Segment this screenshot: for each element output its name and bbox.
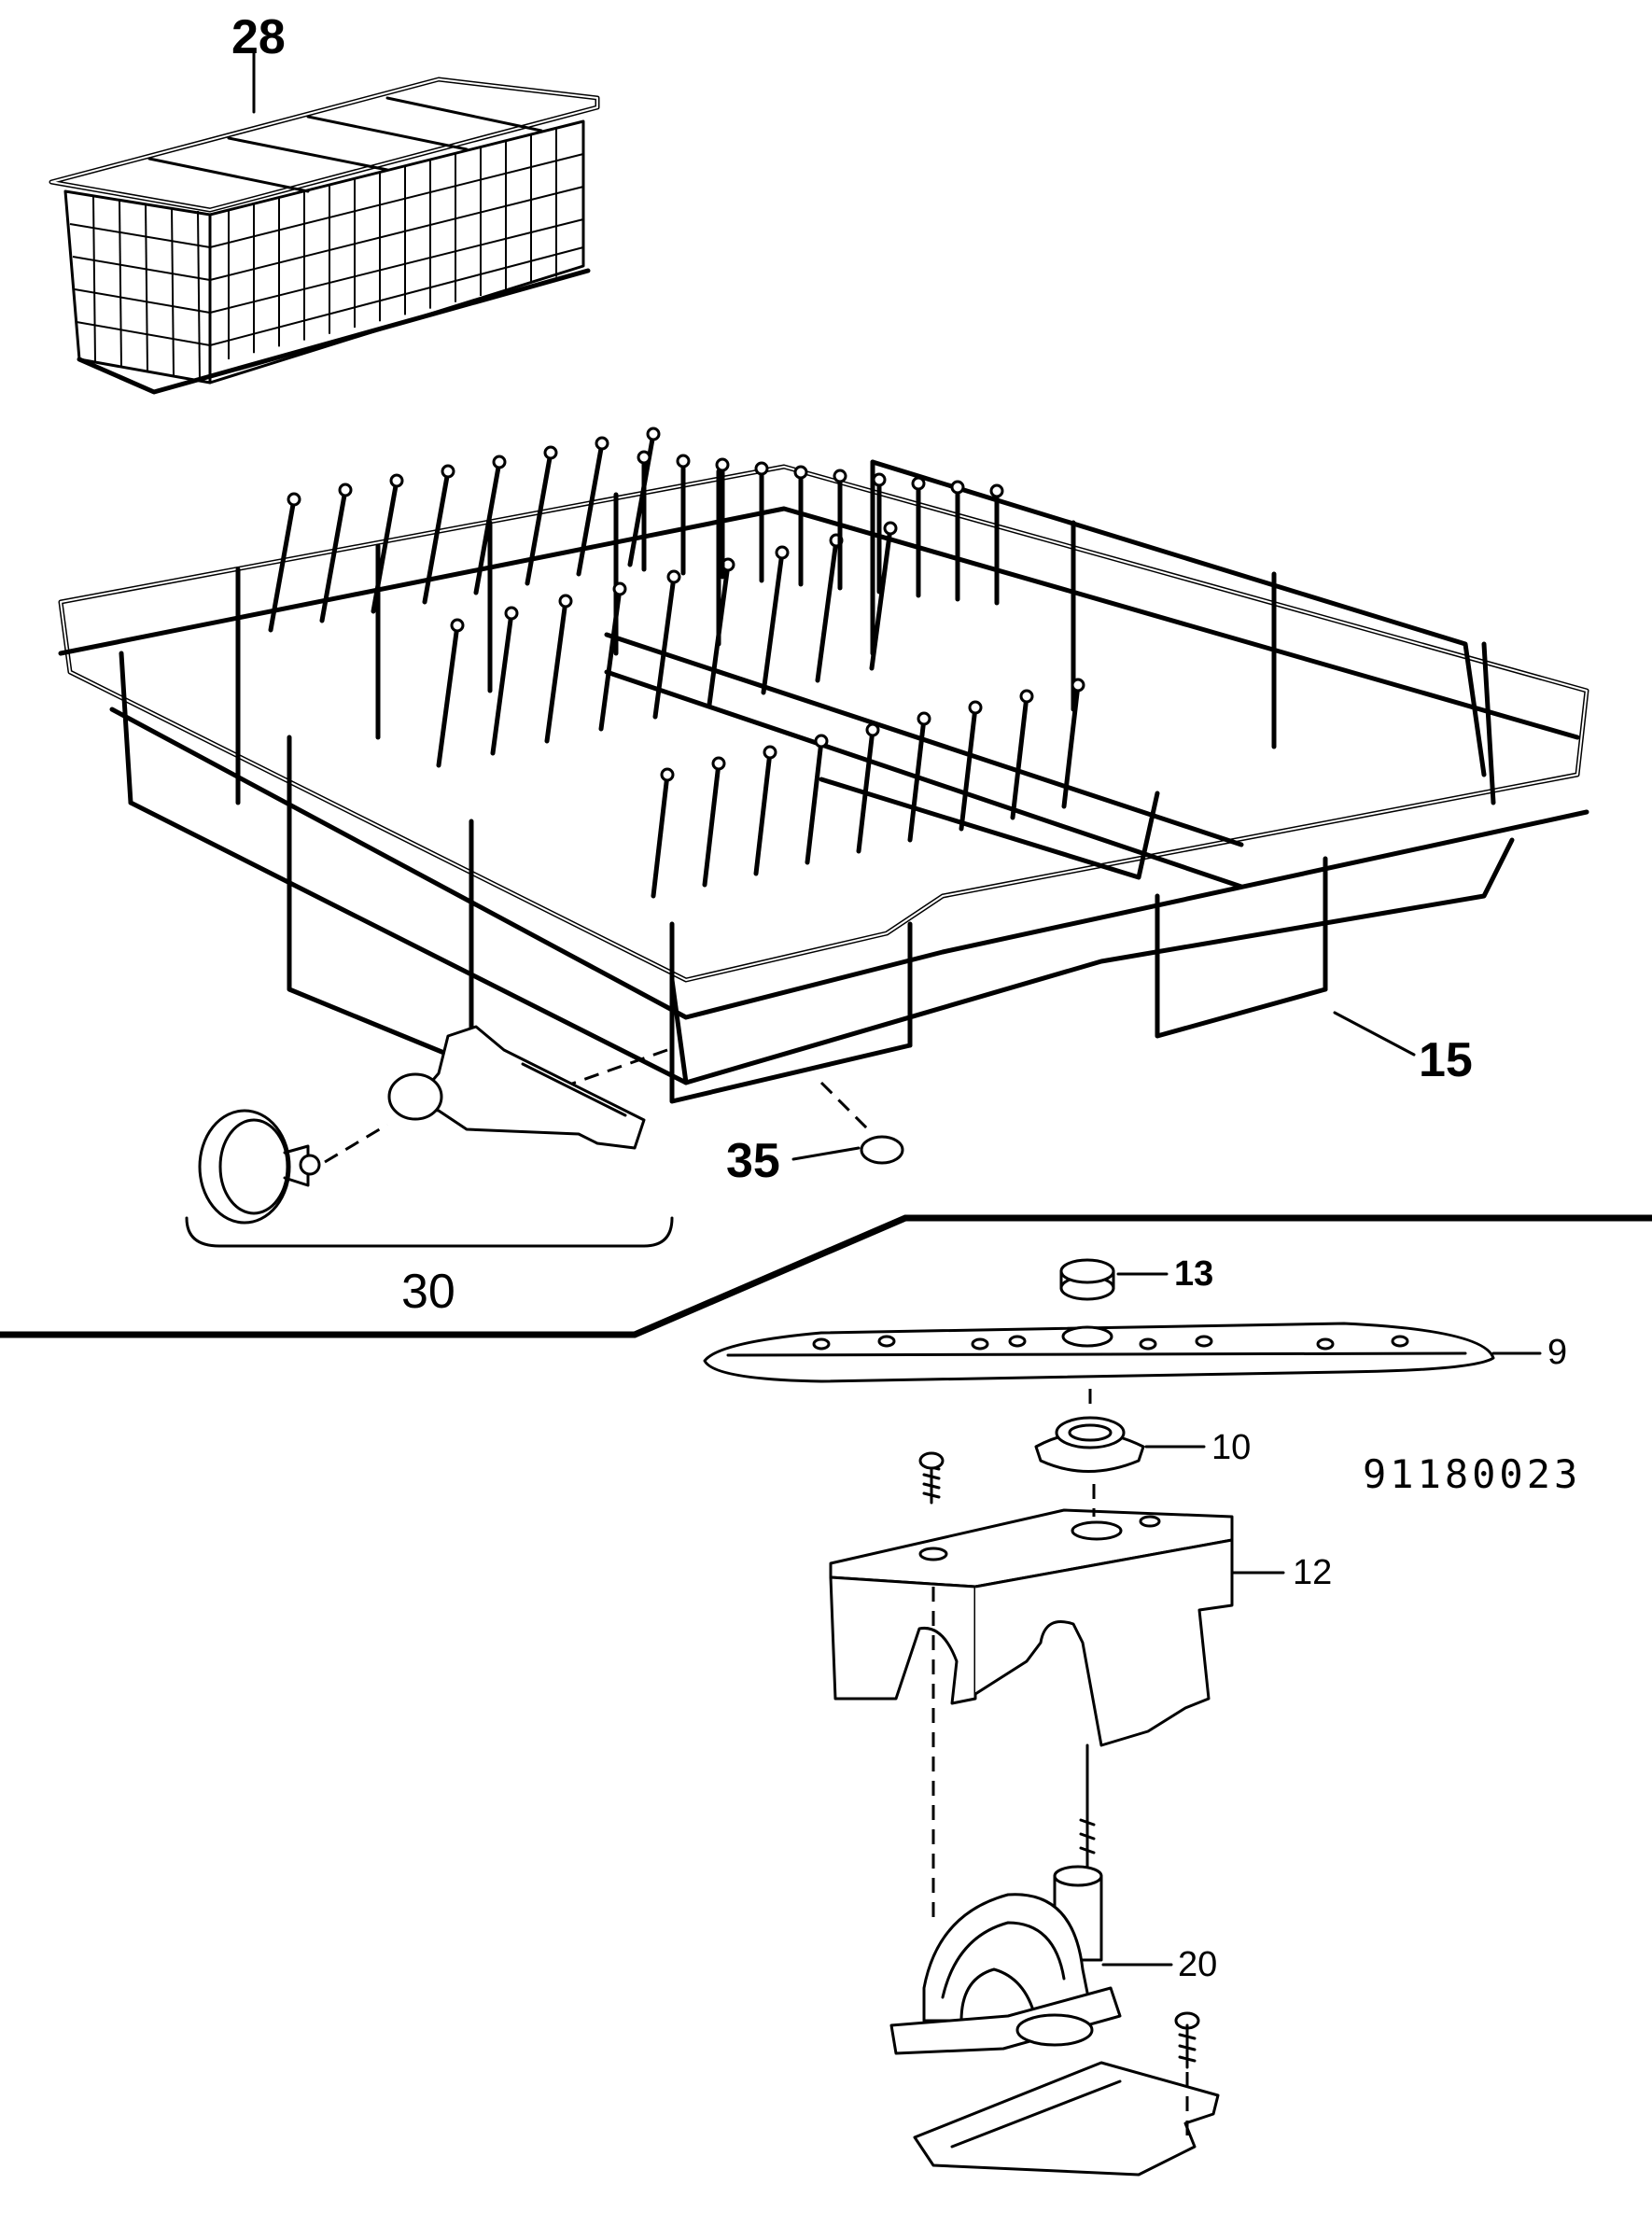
callout-30: 30 (401, 1265, 455, 1319)
callout-35: 35 (726, 1134, 780, 1188)
callout-20: 20 (1178, 1945, 1218, 1984)
callout-28: 28 (231, 10, 286, 64)
spray-arm-nut (1059, 1258, 1169, 1301)
callout-12: 12 (1293, 1553, 1333, 1592)
upper-spray-arm (703, 1322, 1542, 1383)
callout-9: 9 (1547, 1333, 1568, 1372)
cutlery-basket (49, 49, 600, 395)
rack-wheel-assembly (185, 1025, 674, 1248)
callout-13: 13 (1174, 1254, 1214, 1294)
spray-arm-bearing (1034, 1389, 1206, 1473)
water-conduit-cover (829, 1451, 1285, 1918)
rack-end-cap (791, 1135, 904, 1165)
callout-10: 10 (1211, 1428, 1252, 1467)
callout-15: 15 (1419, 1033, 1473, 1087)
water-feed-tube (889, 1743, 1220, 2177)
section-divider (0, 1214, 1652, 1338)
document-number: 91180023 (1363, 1451, 1582, 1497)
upper-dish-rack (58, 427, 1589, 1136)
